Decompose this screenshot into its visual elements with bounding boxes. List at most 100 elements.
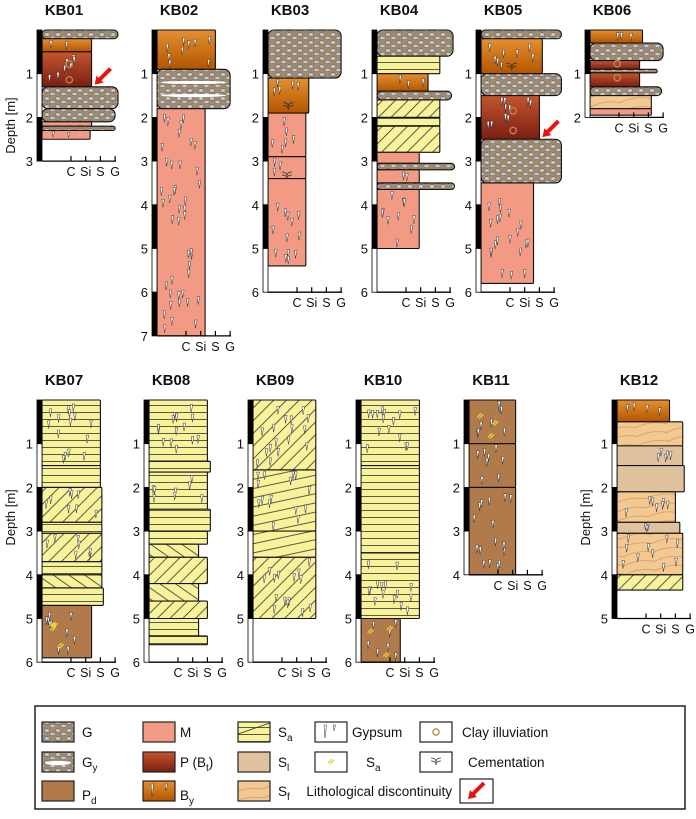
gypsum-icon <box>497 400 501 410</box>
grain-axis-label: Si <box>399 666 410 680</box>
depth-scale-segment <box>151 291 158 337</box>
grain-axis-label: S <box>307 666 315 680</box>
gypsum-icon <box>284 415 288 424</box>
gypsum-icon <box>265 448 269 457</box>
gypsum-icon <box>189 138 193 147</box>
depth-scale-segment <box>463 486 470 532</box>
depth-scale-segment <box>475 29 482 75</box>
depth-scale-segment <box>262 29 269 75</box>
layer-sf <box>616 421 684 447</box>
gypsum-icon <box>506 114 510 124</box>
layer-body <box>616 421 684 447</box>
depth-scale-segment <box>143 618 150 663</box>
layer-m <box>267 156 307 180</box>
gypsum-icon <box>409 583 413 592</box>
layer-body <box>480 29 562 40</box>
gypsum-icon <box>51 131 56 137</box>
gypsum-icon <box>366 640 370 650</box>
gypsum-icon <box>165 43 169 53</box>
gypsum-icon <box>307 558 311 567</box>
gypsum-icon <box>268 457 273 466</box>
depth-tick-label: 5 <box>133 612 140 627</box>
gypsum-icon <box>45 539 49 549</box>
gypsum-icon <box>56 72 60 81</box>
layer-by <box>480 38 543 75</box>
gypsum-icon <box>276 570 281 580</box>
layer-body <box>252 556 317 620</box>
layer-body <box>616 532 684 576</box>
depth-scale-segment <box>355 618 362 663</box>
depth-scale-segment <box>36 443 43 488</box>
grain-axis-label: G <box>225 340 235 354</box>
layer-sf <box>616 491 676 523</box>
layer-body <box>480 182 535 285</box>
gypsum-icon <box>278 161 282 171</box>
clay-illuviation-icon <box>613 59 622 68</box>
layer-sa <box>360 464 420 554</box>
depth-tick-label: 1 <box>601 437 608 452</box>
layer-m <box>267 178 307 267</box>
gypsum-icon <box>260 427 264 436</box>
gypsum-icon <box>286 211 290 221</box>
gypsum-icon <box>509 271 514 280</box>
gypsum-icon <box>255 459 260 468</box>
legend-subscript: l <box>287 763 289 774</box>
layer-sa <box>148 543 200 558</box>
gypsum-icon <box>377 427 381 437</box>
log-title: KB04 <box>380 2 419 19</box>
layer-sa <box>360 399 420 467</box>
gypsum-icon <box>177 129 181 138</box>
gypsum-icon <box>674 557 678 567</box>
layer-sa <box>41 521 103 534</box>
gypsum-icon <box>301 608 305 617</box>
legend-label: By <box>180 788 194 807</box>
grain-axis-label: C <box>505 296 514 310</box>
depth-scale-segment <box>247 399 254 445</box>
gypsum-icon <box>516 228 520 237</box>
depth-tick-label: 2 <box>141 110 148 125</box>
gypsum-icon <box>256 480 260 489</box>
layer-body <box>267 112 307 158</box>
gypsum-icon <box>280 145 284 154</box>
sand-aggregate-icon <box>487 432 495 439</box>
layer-body <box>148 556 208 585</box>
grain-axis-label: S <box>415 666 423 680</box>
gypsum-icon <box>89 419 93 429</box>
gypsum-icon <box>294 506 298 515</box>
layer-p <box>589 59 641 70</box>
clay-illuviation-icon <box>432 728 440 736</box>
depth-scale-segment <box>247 574 254 619</box>
depth-scale-segment <box>36 574 43 619</box>
layer-body <box>148 471 208 510</box>
discontinuity-arrowhead-icon <box>468 790 477 799</box>
gypsum-icon <box>303 425 307 434</box>
gypsum-icon <box>77 540 81 550</box>
layer-m <box>156 108 206 337</box>
legend-item-p: P (Bt) <box>142 751 213 774</box>
gypsum-icon <box>621 560 625 569</box>
gypsum-icon <box>292 135 296 144</box>
gypsum-icon <box>194 319 198 329</box>
depth-tick-label: 2 <box>361 110 368 125</box>
grain-axis-label: Si <box>195 340 206 354</box>
layer-body <box>360 464 420 554</box>
clay-illuviation-icon <box>65 60 74 68</box>
depth-tick-label: 6 <box>465 285 472 300</box>
discontinuity-arrow-icon <box>544 119 560 135</box>
depth-tick-label: 4 <box>453 568 460 583</box>
grain-axis-label: S <box>203 666 211 680</box>
gypsum-icon <box>174 427 179 436</box>
gypsum-icon <box>526 238 530 248</box>
depth-scale-segment <box>371 160 378 206</box>
legend-item-gypsum: Gypsum <box>314 721 402 743</box>
layer-body <box>589 42 664 62</box>
depth-tick-label: 2 <box>601 480 608 495</box>
depth-tick-label: 3 <box>453 524 460 539</box>
layer-gy <box>156 68 231 110</box>
gypsum-icon <box>409 593 413 603</box>
gypsum-icon <box>503 97 507 106</box>
gypsum-icon <box>274 594 278 603</box>
gypsum-icon <box>273 158 277 167</box>
depth-scale-segment <box>262 248 269 293</box>
depth-scale-segment <box>371 248 378 293</box>
